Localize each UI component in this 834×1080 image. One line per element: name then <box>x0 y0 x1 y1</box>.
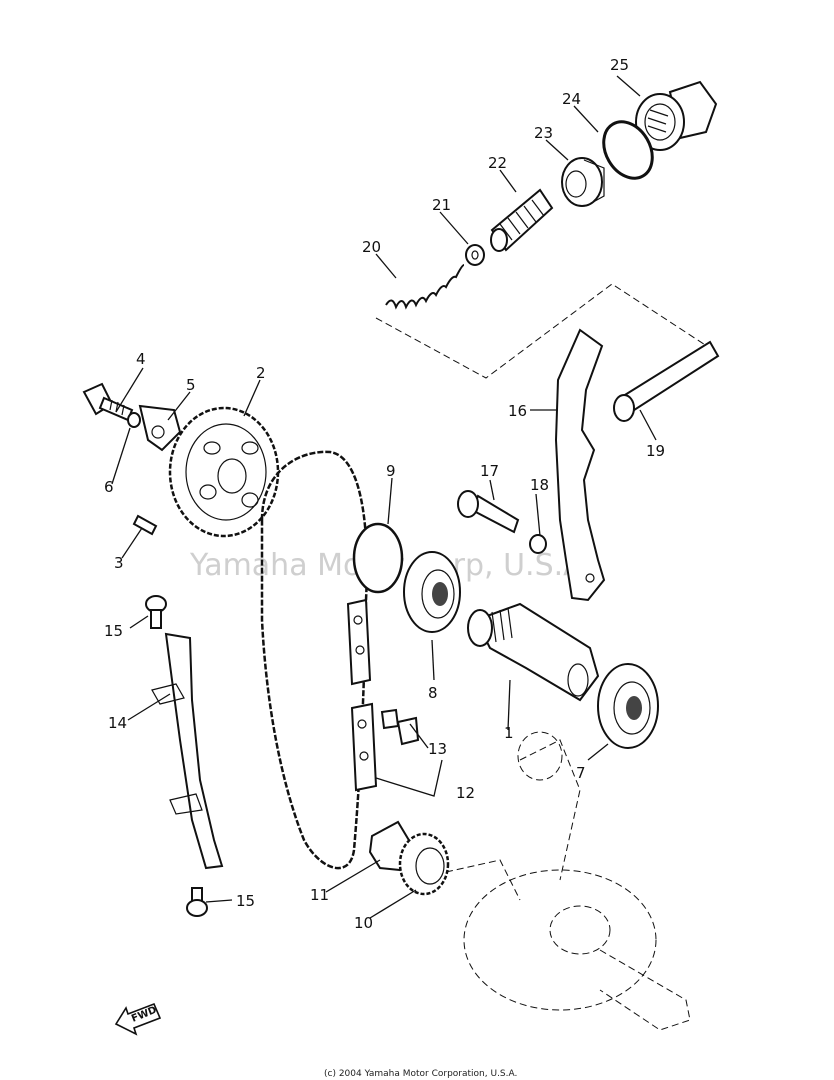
label-6: 6 <box>104 478 114 496</box>
label-1: 1 <box>504 724 514 742</box>
part-10-crank-sprocket <box>398 832 450 896</box>
label-25: 25 <box>610 56 629 74</box>
label-9: 9 <box>386 462 396 480</box>
fwd-arrow-icon: FWD <box>114 1002 162 1036</box>
label-23: 23 <box>534 124 553 142</box>
part-2-cam-sprocket <box>168 406 280 538</box>
label-10: 10 <box>354 914 373 932</box>
part-23-nut <box>561 157 605 207</box>
part-4-bolt <box>82 382 134 422</box>
part-18-o-ring <box>529 534 547 554</box>
label-3: 3 <box>114 554 124 572</box>
label-19: 19 <box>646 442 665 460</box>
label-7: 7 <box>576 764 586 782</box>
part-7-bearing <box>597 663 659 749</box>
label-16: 16 <box>508 402 527 420</box>
label-24: 24 <box>562 90 581 108</box>
copyright-text: (c) 2004 Yamaha Motor Corporation, U.S.A… <box>324 1069 517 1079</box>
label-11: 11 <box>310 886 329 904</box>
part-6-washer <box>127 412 141 428</box>
part-22-tensioner-rod <box>490 188 554 252</box>
label-22: 22 <box>488 154 507 172</box>
label-21: 21 <box>432 196 451 214</box>
part-17-bolt <box>457 490 520 534</box>
part-3-dowel-pin <box>132 514 158 536</box>
part-19-pin <box>613 340 720 422</box>
assembly-guide-line <box>375 283 717 379</box>
label-15-top: 15 <box>104 622 123 640</box>
part-12-chain-links <box>346 598 378 792</box>
label-8: 8 <box>428 684 438 702</box>
part-16-chain-guide <box>554 328 606 602</box>
label-14: 14 <box>108 714 127 732</box>
part-1-camshaft <box>467 602 600 702</box>
label-5: 5 <box>186 376 196 394</box>
part-21-washer <box>465 244 485 266</box>
label-4: 4 <box>136 350 146 368</box>
crankshaft-reference <box>445 731 691 1031</box>
part-13-master-link <box>380 708 420 746</box>
part-15-screw-top <box>145 595 167 629</box>
label-17: 17 <box>480 462 499 480</box>
part-8-bearing <box>403 551 461 633</box>
label-20: 20 <box>362 238 381 256</box>
part-14-chain-guide <box>164 632 224 870</box>
label-13: 13 <box>428 740 447 758</box>
part-25-tensioner-cap <box>635 80 718 151</box>
label-2: 2 <box>256 364 266 382</box>
part-15-screw-bottom <box>186 887 208 917</box>
part-24-o-ring <box>602 120 654 180</box>
part-labels: 25 24 23 22 21 20 4 5 2 6 3 9 16 17 18 1… <box>104 56 665 932</box>
label-12: 12 <box>456 784 475 802</box>
part-9-circlip <box>352 522 404 594</box>
leader-lines <box>111 75 657 919</box>
label-18: 18 <box>530 476 549 494</box>
label-15-bottom: 15 <box>236 892 255 910</box>
part-20-spring <box>385 264 465 310</box>
